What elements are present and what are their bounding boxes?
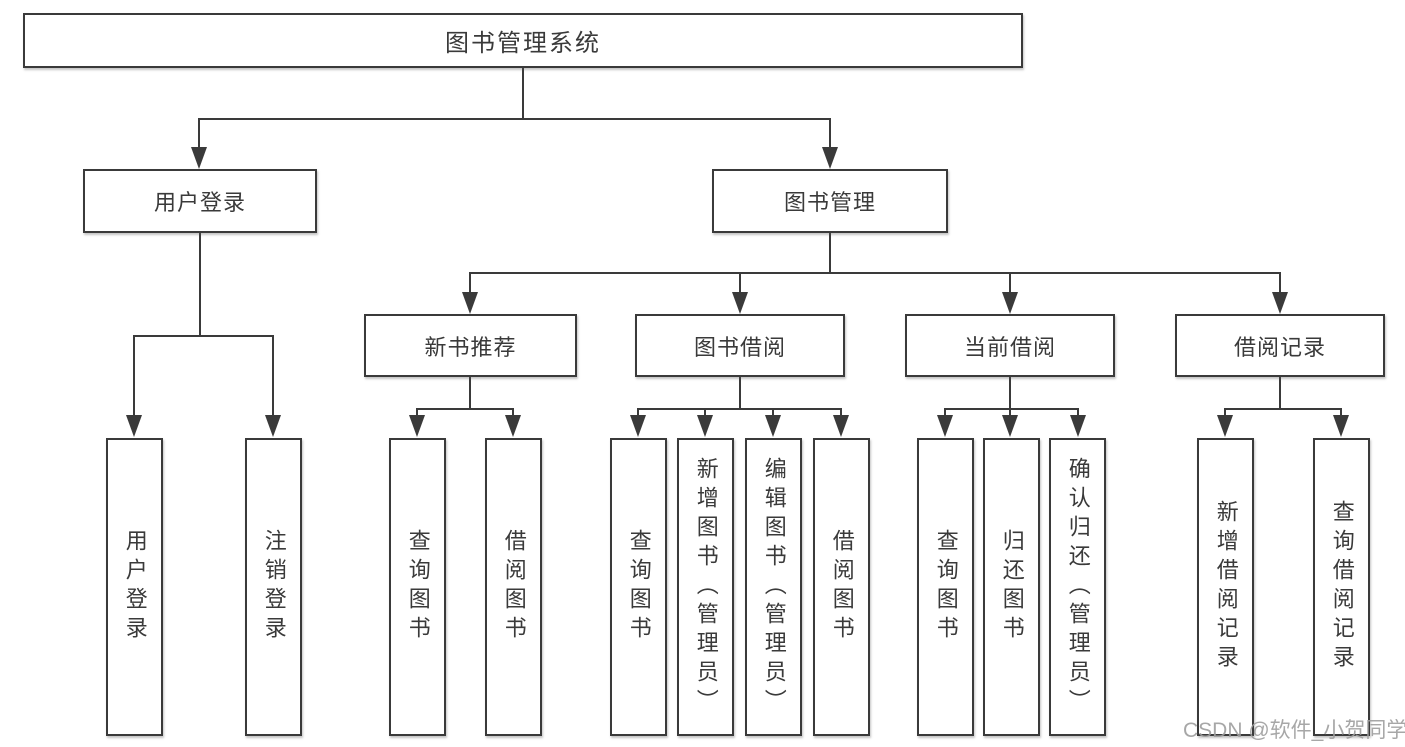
arrow-down-icon [732,292,748,314]
connector-drop-e1 [1224,408,1226,417]
node-root-system-label: 图书管理系统 [445,30,601,57]
arrow-down-icon [1070,415,1086,437]
node-borrow-records: 借阅记录 [1175,314,1385,377]
connector-drop-newrec [469,272,471,294]
node-book-management-label: 图书管理 [783,190,876,215]
node-new-book-recommend-label: 新书推荐 [424,334,517,360]
leaf-query-book-current: 查询图书 [917,438,974,736]
leaf-logout-label: 注销登录 [261,529,287,645]
connector-login-stem [199,233,201,336]
connector-drop-borrow [739,272,741,294]
connector-drop-c3 [772,408,774,417]
arrow-down-icon [1002,292,1018,314]
connector-drop-b1 [416,408,418,417]
node-borrow-records-label: 借阅记录 [1233,334,1326,360]
connector-level1-bracket [198,118,831,120]
arrow-down-icon [1333,415,1349,437]
arrow-down-icon [630,415,646,437]
connector-drop-login [198,118,200,149]
leaf-return-book: 归还图书 [983,438,1040,736]
arrow-down-icon [697,415,713,437]
leaf-query-book-borrow: 查询图书 [610,438,667,736]
leaf-query-book-borrow-label: 查询图书 [626,529,652,645]
connector-drop-c4 [840,408,842,417]
connector-drop-c2 [704,408,706,417]
arrow-down-icon [126,415,142,437]
connector-drop-leaf-login [133,335,135,417]
connector-login-bracket [133,335,274,337]
watermark: CSDN @软件_小贺同学 [1183,719,1405,742]
connector-records-stem [1279,377,1281,409]
node-current-borrow-label: 当前借阅 [963,334,1056,360]
node-current-borrow: 当前借阅 [905,314,1115,377]
leaf-query-book-newrec-label: 查询图书 [405,529,431,645]
connector-drop-d3 [1077,408,1079,417]
connector-drop-current [1009,272,1011,294]
connector-drop-c1 [637,408,639,417]
leaf-query-borrow-record-label: 查询借阅记录 [1329,500,1355,674]
leaf-add-book-admin: 新增图书（管理员） [677,438,734,736]
arrow-down-icon [462,292,478,314]
leaf-edit-book-admin-label: 编辑图书（管理员） [761,456,787,718]
connector-drop-mgmt [829,118,831,149]
connector-mgmt-stem [829,233,831,273]
leaf-query-borrow-record: 查询借阅记录 [1313,438,1370,736]
arrow-down-icon [833,415,849,437]
leaf-logout: 注销登录 [245,438,302,736]
connector-current-bracket [944,408,1079,410]
leaf-add-book-admin-label: 新增图书（管理员） [693,456,719,718]
arrow-down-icon [191,147,207,169]
connector-drop-leaf-logout [272,335,274,417]
arrow-down-icon [265,415,281,437]
connector-newrec-bracket [416,408,514,410]
arrow-down-icon [822,147,838,169]
connector-borrow-bracket [637,408,842,410]
connector-borrow-stem [739,377,741,409]
node-book-management: 图书管理 [712,169,948,233]
node-book-borrow: 图书借阅 [635,314,845,377]
leaf-return-book-label: 归还图书 [999,529,1025,645]
arrow-down-icon [1002,415,1018,437]
leaf-add-borrow-record: 新增借阅记录 [1197,438,1254,736]
leaf-borrow-book-newrec-label: 借阅图书 [501,529,527,645]
connector-drop-records [1279,272,1281,294]
node-user-login-label: 用户登录 [153,190,246,215]
arrow-down-icon [505,415,521,437]
leaf-edit-book-admin: 编辑图书（管理员） [745,438,802,736]
connector-drop-b2 [512,408,514,417]
leaf-borrow-book-newrec: 借阅图书 [485,438,542,736]
leaf-user-login: 用户登录 [106,438,163,736]
connector-records-bracket [1224,408,1342,410]
leaf-borrow-book-borrow: 借阅图书 [813,438,870,736]
leaf-query-book-current-label: 查询图书 [933,529,959,645]
arrow-down-icon [1272,292,1288,314]
node-root-system: 图书管理系统 [23,13,1023,68]
leaf-borrow-book-borrow-label: 借阅图书 [829,529,855,645]
connector-current-stem [1009,377,1011,409]
node-new-book-recommend: 新书推荐 [364,314,577,377]
leaf-query-book-newrec: 查询图书 [389,438,446,736]
connector-drop-d1 [944,408,946,417]
connector-newrec-stem [469,377,471,409]
node-user-login: 用户登录 [83,169,317,233]
leaf-confirm-return-admin-label: 确认归还（管理员） [1065,456,1091,718]
leaf-confirm-return-admin: 确认归还（管理员） [1049,438,1106,736]
arrow-down-icon [409,415,425,437]
arrow-down-icon [765,415,781,437]
leaf-user-login-label: 用户登录 [122,529,148,645]
arrow-down-icon [937,415,953,437]
leaf-add-borrow-record-label: 新增借阅记录 [1213,500,1239,674]
node-book-borrow-label: 图书借阅 [693,334,786,360]
connector-drop-d2 [1009,408,1011,417]
connector-root-stem [522,68,524,119]
connector-drop-e2 [1340,408,1342,417]
connector-mgmt-bracket [469,272,1281,274]
arrow-down-icon [1217,415,1233,437]
